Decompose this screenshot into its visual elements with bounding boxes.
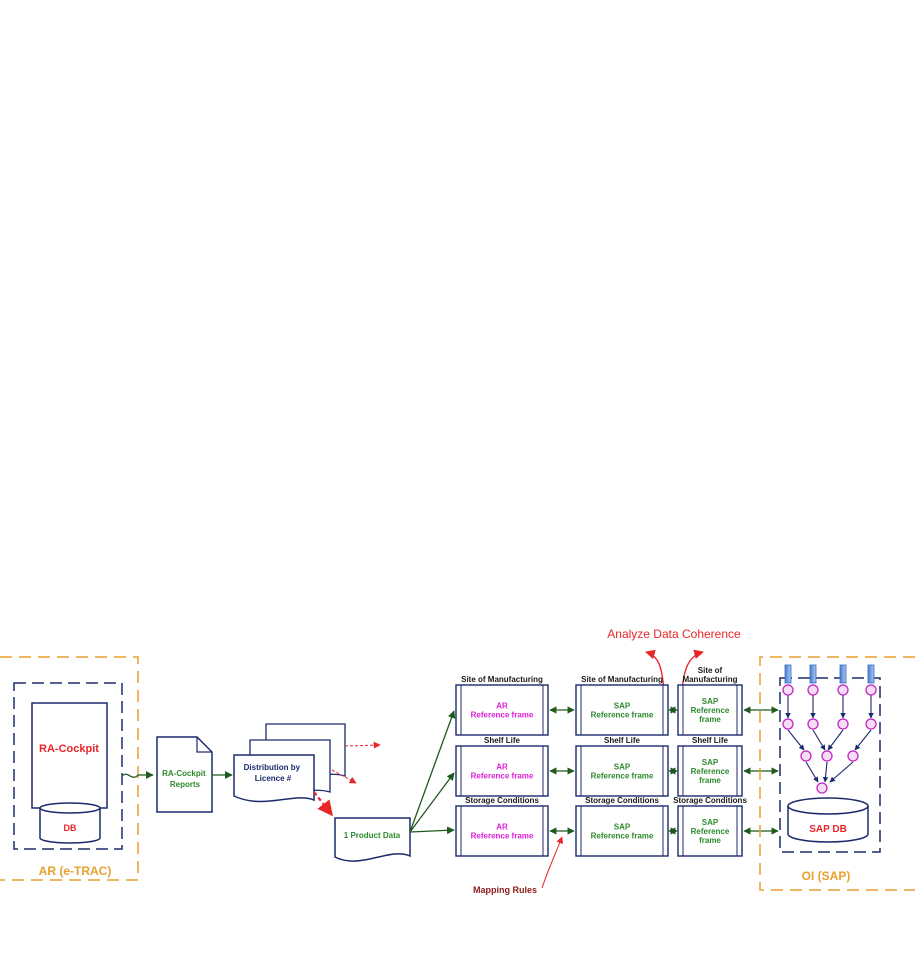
ra-cockpit-label: RA-Cockpit	[39, 743, 99, 755]
reports-document: RA-Cockpit Reports	[156, 736, 213, 813]
ar-system-label: AR (e-TRAC)	[39, 864, 112, 878]
ar-frame-label-line: AR	[496, 823, 508, 832]
ar-frame-label-line: AR	[496, 702, 508, 711]
sap2-frame-label-line: Reference	[691, 706, 730, 715]
sap-frame-box	[575, 745, 669, 797]
sap-db-label: SAP DB	[809, 824, 847, 835]
coherence-label: Analyze Data Coherence	[607, 627, 741, 641]
ar-system-inner-border	[13, 682, 123, 850]
cockpit-to-reports-arrow	[121, 771, 154, 779]
sap2-frame-label-line: Reference	[691, 827, 730, 836]
ar-frame-label-line: Reference frame	[471, 711, 534, 720]
sap-input-arrows	[784, 664, 875, 684]
sap2-frame-label-line: SAP	[702, 818, 719, 827]
ar-header-label: Site of Manufacturing	[461, 675, 543, 684]
ar-frame-label-line: AR	[496, 763, 508, 772]
sap-system-inner-border	[779, 677, 881, 853]
sap-system-orange-border	[759, 656, 915, 891]
ar-frame-box	[455, 805, 549, 857]
sap-header-label: Shelf Life	[604, 736, 641, 745]
ar-frame-box	[455, 684, 549, 736]
distribution-red-arrows	[313, 741, 381, 817]
ar-frame-label-line: Reference frame	[471, 832, 534, 841]
sap-system-label: OI (SAP)	[802, 869, 851, 883]
distribution-label-line2: Licence #	[255, 774, 292, 783]
distribution-label-line1: Distribution by	[244, 763, 301, 772]
sap2-frame-label-line: SAP	[702, 697, 719, 706]
sap-header-label: Storage Conditions	[585, 796, 659, 805]
coherence-arrows	[645, 649, 704, 691]
sap2-frame-label-line: Reference	[691, 767, 730, 776]
ar-system: RA-Cockpit DB AR (e-TRAC)	[0, 656, 139, 881]
product-data-label: 1 Product Data	[344, 831, 401, 840]
distribution-label: Distribution by Licence #	[244, 763, 303, 783]
sap2-frame-box	[677, 684, 743, 736]
ar-frame-label-line: Reference frame	[471, 772, 534, 781]
sap-frame-label-line: Reference frame	[591, 832, 654, 841]
sap2-frame-box	[677, 745, 743, 797]
sap2-header-line: Site of	[698, 666, 723, 675]
sap2-header-label: Storage Conditions	[673, 796, 747, 805]
sap-system: SAP DB OI (SAP)	[759, 656, 915, 891]
reports-label: RA-Cockpit Reports	[162, 769, 208, 789]
sap2-header-line: Storage Conditions	[673, 796, 747, 805]
product-fanout-arrows	[409, 710, 456, 835]
sap-process-network	[782, 684, 877, 794]
sap2-header-label: Shelf Life	[692, 736, 729, 745]
mapping-rules-arrow	[541, 836, 563, 889]
sap-header-label: Site of Manufacturing	[581, 675, 663, 684]
ra-cockpit-box	[31, 702, 108, 809]
db-label: DB	[64, 823, 77, 833]
sap2-frame-label-line: frame	[699, 776, 721, 785]
sap2-frame-box	[677, 805, 743, 857]
ar-header-label: Storage Conditions	[465, 796, 539, 805]
sap-frame-label-line: SAP	[614, 702, 631, 711]
sap-frame-label-line: SAP	[614, 763, 631, 772]
sap2-frame-label-line: frame	[699, 836, 721, 845]
sap-frame-label-line: Reference frame	[591, 772, 654, 781]
sap-frame-box	[575, 684, 669, 736]
mapping-rules-label: Mapping Rules	[473, 885, 537, 895]
sap-frame-label-line: SAP	[614, 823, 631, 832]
sap-frame-label-line: Reference frame	[591, 711, 654, 720]
ar-db-cylinder	[39, 802, 101, 844]
ar-header-label: Shelf Life	[484, 736, 521, 745]
distribution-document-stack: Distribution by Licence #	[233, 723, 346, 803]
sap2-frame-label-line: SAP	[702, 758, 719, 767]
ar-system-orange-border	[0, 656, 139, 881]
ar-frame-box	[455, 745, 549, 797]
reports-label-line2: Reports	[170, 780, 201, 789]
product-data-document: 1 Product Data	[334, 817, 411, 862]
sap2-header-line: Manufacturing	[682, 675, 737, 684]
reports-label-line1: RA-Cockpit	[162, 769, 206, 778]
sap-db-cylinder	[787, 797, 869, 843]
sap2-frame-label-line: frame	[699, 715, 721, 724]
sap-frame-box	[575, 805, 669, 857]
